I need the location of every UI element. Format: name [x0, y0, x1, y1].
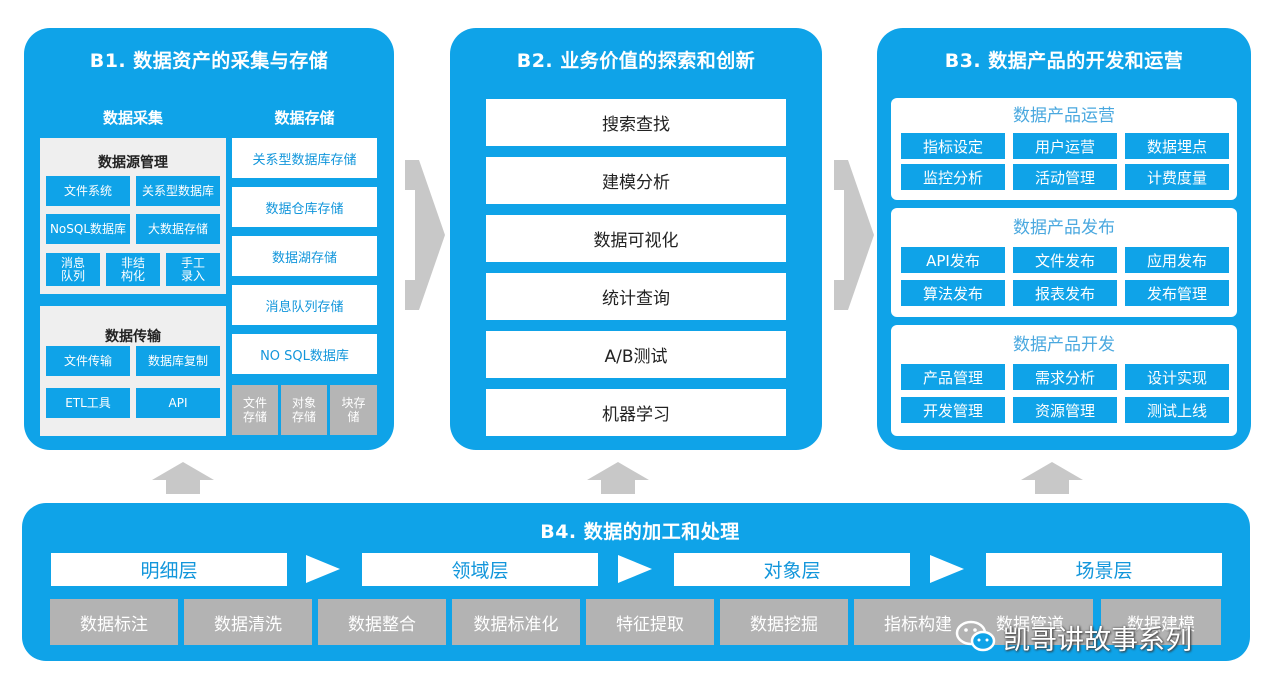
b4-title: B4. 数据的加工和处理: [540, 521, 740, 543]
arrow-right-icon: [618, 555, 652, 583]
b3-cell: 报表发布: [1013, 280, 1117, 306]
step-metric-building: 指标构建: [854, 599, 982, 645]
source-file-system: 文件系统: [46, 176, 130, 206]
b3-cell: 需求分析: [1013, 364, 1117, 390]
layer-object: 对象层: [674, 553, 910, 586]
storage-lake: 数据湖存储: [232, 236, 377, 276]
step-modeling: 数据建模: [1101, 599, 1221, 645]
source-mgmt-box: 数据源管理 文件系统 关系型数据库 NoSQL数据库 大数据存储 消息队列 非结…: [40, 138, 226, 294]
source-nosql-db: NoSQL数据库: [46, 214, 130, 244]
b3-section-operations: 数据产品运营 指标设定 用户运营 数据埋点 监控分析 活动管理 计费度量: [891, 98, 1237, 200]
b2-panel: B2. 业务价值的探索和创新 搜索查找 建模分析 数据可视化 统计查询 A/B测…: [450, 28, 822, 450]
storage-block: 块存储: [330, 385, 377, 435]
step-annotation: 数据标注: [50, 599, 178, 645]
b3-cell: 发布管理: [1125, 280, 1229, 306]
b3-cell: 活动管理: [1013, 164, 1117, 190]
watermark: 凯哥讲故事系列: [955, 616, 1192, 658]
b3-section-release: 数据产品发布 API发布 文件发布 应用发布 算法发布 报表发布 发布管理: [891, 208, 1237, 317]
transfer-api: API: [136, 388, 220, 418]
b3-cell: 测试上线: [1125, 397, 1229, 423]
source-unstructured: 非结构化: [106, 253, 160, 286]
arrow-right-icon: [834, 160, 874, 310]
b3-cell: 应用发布: [1125, 247, 1229, 273]
storage-nosql: NO SQL数据库: [232, 334, 377, 374]
b2-item-statistics: 统计查询: [486, 273, 786, 320]
source-manual-input: 手工录入: [166, 253, 220, 286]
b2-item-modeling: 建模分析: [486, 157, 786, 204]
transfer-db-replication: 数据库复制: [136, 346, 220, 376]
b3-title: B3. 数据产品的开发和运营: [944, 50, 1184, 72]
b1-title: B1. 数据资产的采集与存储: [89, 50, 329, 72]
b3-cell: 算法发布: [901, 280, 1005, 306]
storage-heading: 数据存储: [274, 109, 335, 127]
b3-cell: 用户运营: [1013, 133, 1117, 159]
transfer-file: 文件传输: [46, 346, 130, 376]
b3-cell: 开发管理: [901, 397, 1005, 423]
b3-panel: B3. 数据产品的开发和运营 数据产品运营 指标设定 用户运营 数据埋点 监控分…: [877, 28, 1251, 450]
arrow-up-icon: [587, 462, 649, 494]
b3-cell: 文件发布: [1013, 247, 1117, 273]
step-integration: 数据整合: [318, 599, 446, 645]
b3-cell: 计费度量: [1125, 164, 1229, 190]
b3-cell: API发布: [901, 247, 1005, 273]
collect-heading: 数据采集: [102, 109, 163, 127]
transfer-box: 数据传输 文件传输 数据库复制 ETL工具 API: [40, 306, 226, 436]
arrow-up-icon: [1021, 462, 1083, 494]
b2-item-visualization: 数据可视化: [486, 215, 786, 262]
arrow-right-icon: [930, 555, 964, 583]
b2-title: B2. 业务价值的探索和创新: [516, 50, 756, 72]
wechat-icon: [955, 620, 996, 652]
storage-warehouse: 数据仓库存储: [232, 187, 377, 227]
b3-cell: 数据埋点: [1125, 133, 1229, 159]
b2-item-ab-test: A/B测试: [486, 331, 786, 378]
step-feature-extraction: 特征提取: [586, 599, 714, 645]
storage-message-queue: 消息队列存储: [232, 285, 377, 325]
arrow-right-icon: [306, 555, 340, 583]
b2-item-ml: 机器学习: [486, 389, 786, 436]
b3-cell: 指标设定: [901, 133, 1005, 159]
b3-cell: 设计实现: [1125, 364, 1229, 390]
storage-file: 文件存储: [232, 385, 278, 435]
b3-section-development: 数据产品开发 产品管理 需求分析 设计实现 开发管理 资源管理 测试上线: [891, 325, 1237, 436]
layer-detail: 明细层: [51, 553, 287, 586]
arrow-up-icon: [152, 462, 214, 494]
b3-cell: 产品管理: [901, 364, 1005, 390]
b3-cell: 资源管理: [1013, 397, 1117, 423]
watermark-text: 凯哥讲故事系列: [1003, 624, 1192, 656]
step-cleaning: 数据清洗: [184, 599, 312, 645]
b2-item-search: 搜索查找: [486, 99, 786, 146]
source-relational-db: 关系型数据库: [136, 176, 220, 206]
b3-section-title: 数据产品运营: [1013, 106, 1115, 126]
transfer-etl: ETL工具: [46, 388, 130, 418]
transfer-title: 数据传输: [105, 329, 161, 345]
layer-domain: 领域层: [362, 553, 598, 586]
b1-panel: B1. 数据资产的采集与存储 数据采集 数据存储 数据源管理 文件系统 关系型数…: [24, 28, 394, 450]
layer-scene: 场景层: [986, 553, 1222, 586]
b3-section-title: 数据产品发布: [1013, 218, 1115, 238]
source-bigdata: 大数据存储: [136, 214, 220, 244]
source-message-queue: 消息队列: [46, 253, 100, 286]
storage-object: 对象存储: [281, 385, 327, 435]
b3-cell: 监控分析: [901, 164, 1005, 190]
step-standardization: 数据标准化: [452, 599, 580, 645]
arrow-right-icon: [405, 160, 445, 310]
b3-section-title: 数据产品开发: [1013, 335, 1115, 355]
storage-relational: 关系型数据库存储: [232, 138, 377, 178]
source-mgmt-title: 数据源管理: [98, 155, 168, 171]
step-mining: 数据挖掘: [720, 599, 848, 645]
